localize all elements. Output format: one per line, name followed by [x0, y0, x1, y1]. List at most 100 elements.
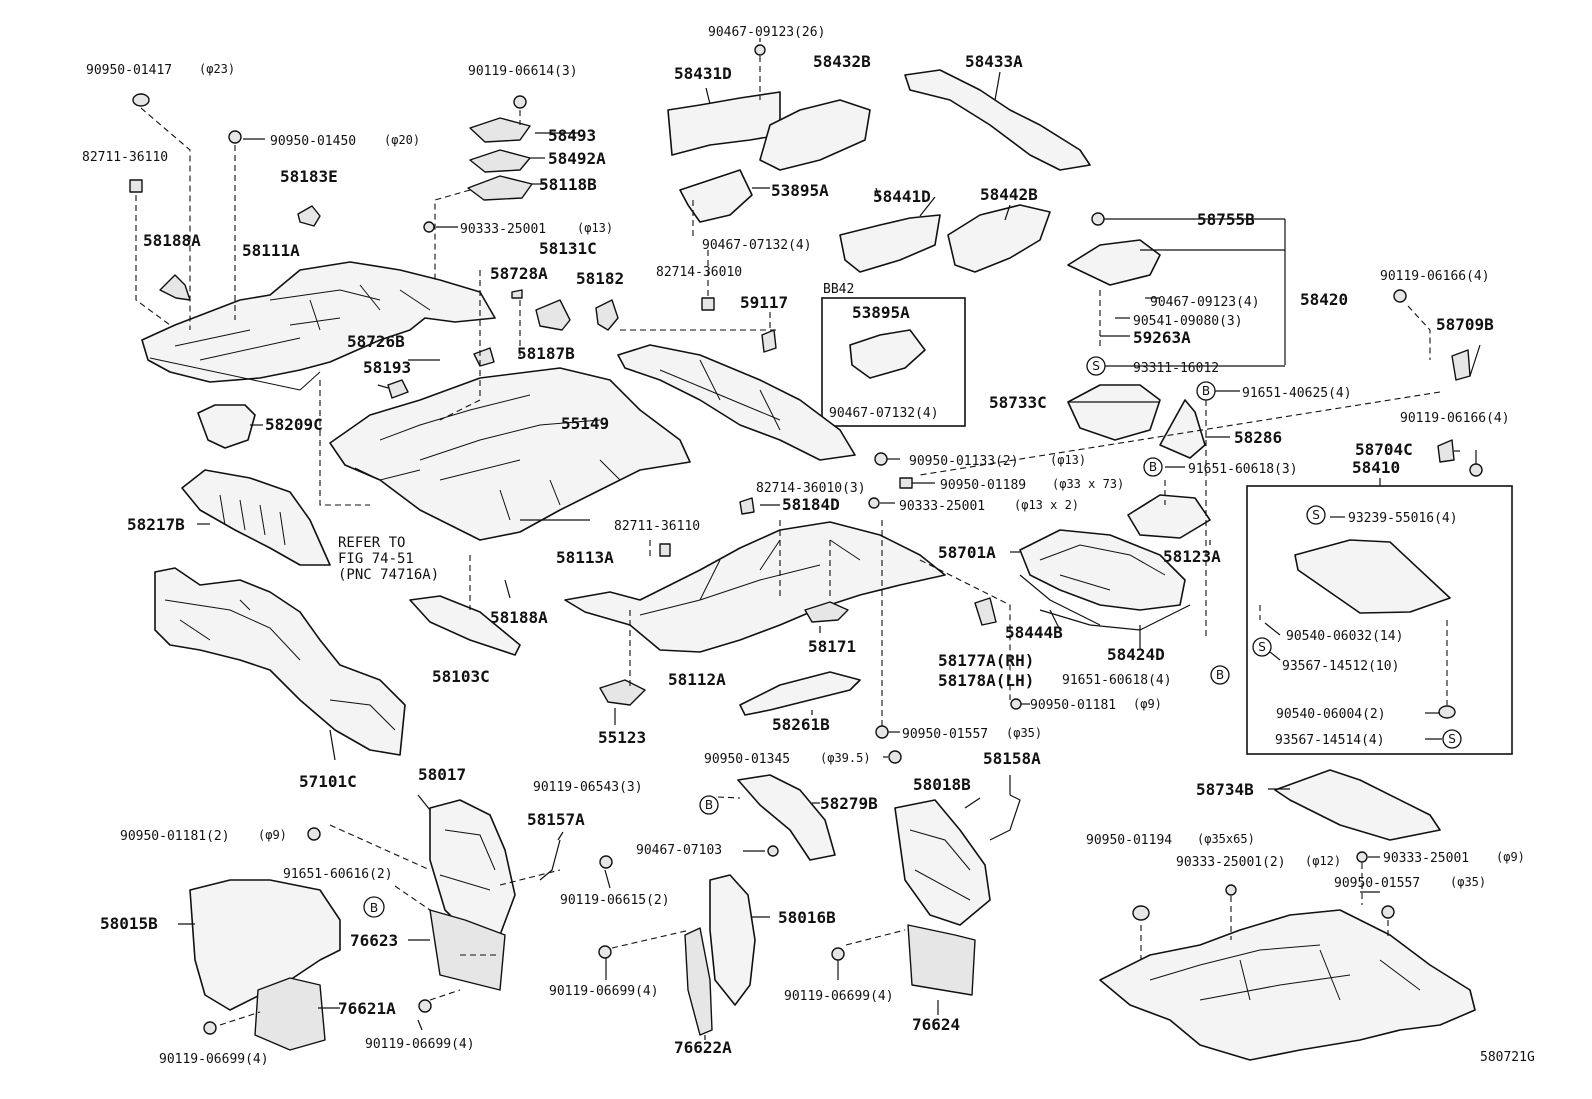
bracket-58704C [1437, 439, 1455, 463]
label-58261B: 58261B [772, 715, 830, 734]
label-58442B: 58442B [980, 185, 1038, 204]
plate-58118B [467, 175, 533, 201]
plug-90333-25001-a [423, 221, 435, 233]
label-93567-14512: 93567-14512(10) [1282, 659, 1399, 674]
label-58131C: 58131C [539, 239, 597, 258]
label-90467-07103: 90467-07103 [636, 843, 722, 858]
label-82714-36010-b: 82714-36010(3) [756, 481, 866, 496]
note-90950-01557-a: (φ35) [1006, 726, 1042, 740]
pan-58701A [1019, 529, 1186, 611]
svg-text:B: B [1216, 668, 1224, 682]
marker-B-3: B [1210, 665, 1230, 685]
bolt-90119-06699-a [203, 1021, 217, 1035]
note-90950-01417: (φ23) [199, 62, 235, 76]
label-90333-25001-c: 90333-25001(2) [1176, 855, 1286, 870]
label-90541-09080: 90541-09080(3) [1133, 314, 1243, 329]
label-91651-60616: 91651-60616(2) [283, 867, 393, 882]
plug-90950-01181-a [1010, 698, 1022, 710]
label-82714-36010-a: 82714-36010 [656, 265, 742, 280]
bolt-90467-09123-a [754, 44, 766, 56]
label-76623: 76623 [350, 931, 398, 950]
label-58017: 58017 [418, 765, 466, 784]
crossmember-58103C [409, 595, 521, 656]
label-58420: 58420 [1300, 290, 1348, 309]
marker-S-2: S [1306, 505, 1326, 525]
label-93239-55016: 93239-55016(4) [1348, 511, 1458, 526]
bracket-58131C [535, 299, 571, 331]
label-58432B: 58432B [813, 52, 871, 71]
label-90950-01194: 90950-01194 [1086, 833, 1172, 848]
inset-box-BB42 [821, 297, 966, 427]
label-90950-01557-a: 90950-01557 [902, 727, 988, 742]
panel-58017-detail [439, 829, 496, 891]
bracket-59117 [761, 329, 777, 353]
label-58733C: 58733C [989, 393, 1047, 412]
label-53895A-b: 53895A [852, 303, 910, 322]
label-90119-06543: 90119-06543(3) [533, 780, 643, 795]
frame-57101C [154, 567, 406, 756]
label-90333-25001-b: 90333-25001 [899, 499, 985, 514]
label-58493: 58493 [548, 126, 596, 145]
plug-90950-01189 [899, 477, 913, 489]
note-90950-01181-b: (φ9) [258, 828, 287, 842]
label-58701A: 58701A [938, 543, 996, 562]
rod-58158A [989, 794, 1021, 841]
label-90467-07132-b: 90467-07132(4) [829, 406, 939, 421]
label-90467-07132-a: 90467-07132(4) [702, 238, 812, 253]
note-90950-01189: (φ33 x 73) [1052, 477, 1124, 491]
panel-58432B [759, 99, 871, 171]
bolt-90119-06699-d [831, 947, 845, 961]
label-58183E: 58183E [280, 167, 338, 186]
bolt-90119-06615 [599, 855, 613, 869]
frame-58410 [1294, 539, 1451, 614]
label-58113A: 58113A [556, 548, 614, 567]
pad-76622A [684, 927, 713, 1036]
label-58217B: 58217B [127, 515, 185, 534]
label-90119-06699-b: 90119-06699(4) [365, 1037, 475, 1052]
bracket-58182 [595, 299, 619, 331]
label-76621A: 76621A [338, 999, 396, 1018]
bracket-58193 [387, 379, 409, 399]
bolt-90119-06166-a [1393, 289, 1407, 303]
bracket-58123A [1127, 494, 1211, 539]
floor-lower-right [1099, 909, 1476, 1061]
note-90950-01194: (φ35x65) [1197, 832, 1255, 846]
svg-text:S: S [1312, 508, 1320, 522]
marker-S-3: S [1252, 637, 1272, 657]
bracket-58709B [1451, 349, 1471, 381]
pan-58701A-detail [1039, 544, 1166, 591]
note-90333-25001-d: (φ9) [1496, 850, 1525, 864]
label-58431D: 58431D [674, 64, 732, 83]
label-58184D: 58184D [782, 495, 840, 514]
label-90467-09123-a: 90467-09123(26) [708, 25, 825, 40]
label-90119-06699-c: 90119-06699(4) [549, 984, 659, 999]
label-58704C: 58704C [1355, 440, 1413, 459]
nut-90540-06004 [1438, 705, 1456, 719]
bar-58261B [739, 671, 861, 716]
marker-B-2: B [1143, 457, 1163, 477]
clip-82711-a [129, 179, 143, 193]
plug-90950-01417 [132, 93, 150, 107]
figure-id: 580721G [1480, 1050, 1535, 1065]
bracket-58184D [739, 497, 755, 515]
cup-58209C [197, 404, 256, 449]
label-90540-06004: 90540-06004(2) [1276, 707, 1386, 722]
note-90333-25001-c: (φ12) [1305, 854, 1341, 868]
label-58157A: 58157A [527, 810, 585, 829]
label-58177A: 58177A(RH) [938, 651, 1034, 670]
label-58209C: 58209C [265, 415, 323, 434]
plug-90950-01345 [888, 750, 902, 764]
label-90119-06615: 90119-06615(2) [560, 893, 670, 908]
note-90333-25001-b: (φ13 x 2) [1014, 498, 1079, 512]
note-90333-25001-a: (φ13) [577, 221, 613, 235]
label-refer-line3: (PNC 74716A) [338, 567, 439, 583]
panel-58018B-detail [909, 829, 971, 901]
plate-55123 [599, 679, 646, 706]
label-58182: 58182 [576, 269, 624, 288]
label-58103C: 58103C [432, 667, 490, 686]
label-90950-01133: 90950-01133(2) [909, 454, 1019, 469]
floor-58112A [564, 521, 946, 653]
panel-58433A [904, 69, 1091, 171]
label-58410: 58410 [1352, 458, 1400, 477]
seal-58424D [1039, 604, 1191, 631]
